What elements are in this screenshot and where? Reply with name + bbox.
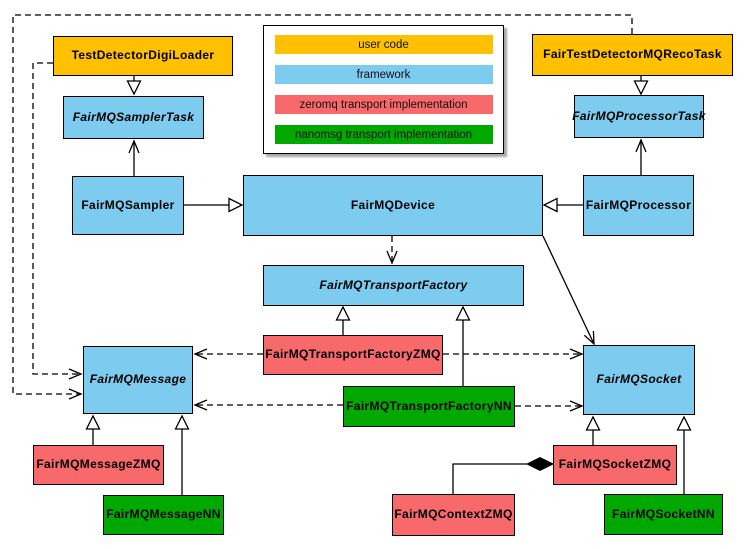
edge-contextzmq-to-socketzmq-composition: [452, 463, 527, 494]
composition-diamond: [525, 456, 555, 472]
node-fairmqsampler: FairMQSampler: [72, 176, 184, 235]
node-fairmqmessagenn: FairMQMessageNN: [103, 495, 224, 535]
edge-device-to-socket-association: [542, 235, 595, 346]
legend-item-nanomsg: nanomsg transport implementation: [274, 125, 493, 144]
node-fairmqmessagezmq: FairMQMessageZMQ: [33, 445, 164, 485]
node-fairtestdetectormqrecotask: FairTestDetectorMQRecoTask: [532, 34, 733, 76]
legend-item-user-code: user code: [274, 35, 493, 54]
node-fairmqsocketzmq: FairMQSocketZMQ: [553, 445, 677, 485]
legend-item-framework: framework: [274, 65, 493, 84]
node-fairmqtransportfactoryzmq: FairMQTransportFactoryZMQ: [263, 335, 443, 375]
node-fairmqdevice: FairMQDevice: [243, 175, 543, 236]
node-fairmqsamplertask: FairMQSamplerTask: [63, 96, 204, 139]
node-fairmqsocket: FairMQSocket: [583, 345, 695, 415]
legend: user code framework zeromq transport imp…: [263, 25, 504, 154]
node-fairmqsocketnn: FairMQSocketNN: [604, 494, 723, 535]
node-fairmqcontextzmq: FairMQContextZMQ: [392, 494, 515, 536]
node-fairmqmessage: FairMQMessage: [83, 346, 193, 414]
node-testdetectordigiloader: TestDetectorDigiLoader: [53, 36, 233, 76]
node-fairmqtransportfactory: FairMQTransportFactory: [263, 265, 524, 306]
node-fairmqtransportfactorynn: FairMQTransportFactoryNN: [343, 386, 515, 427]
legend-item-zeromq: zeromq transport implementation: [274, 95, 493, 114]
node-fairmqprocessor: FairMQProcessor: [583, 175, 694, 236]
node-fairmqprocessortask: FairMQProcessorTask: [572, 95, 705, 138]
